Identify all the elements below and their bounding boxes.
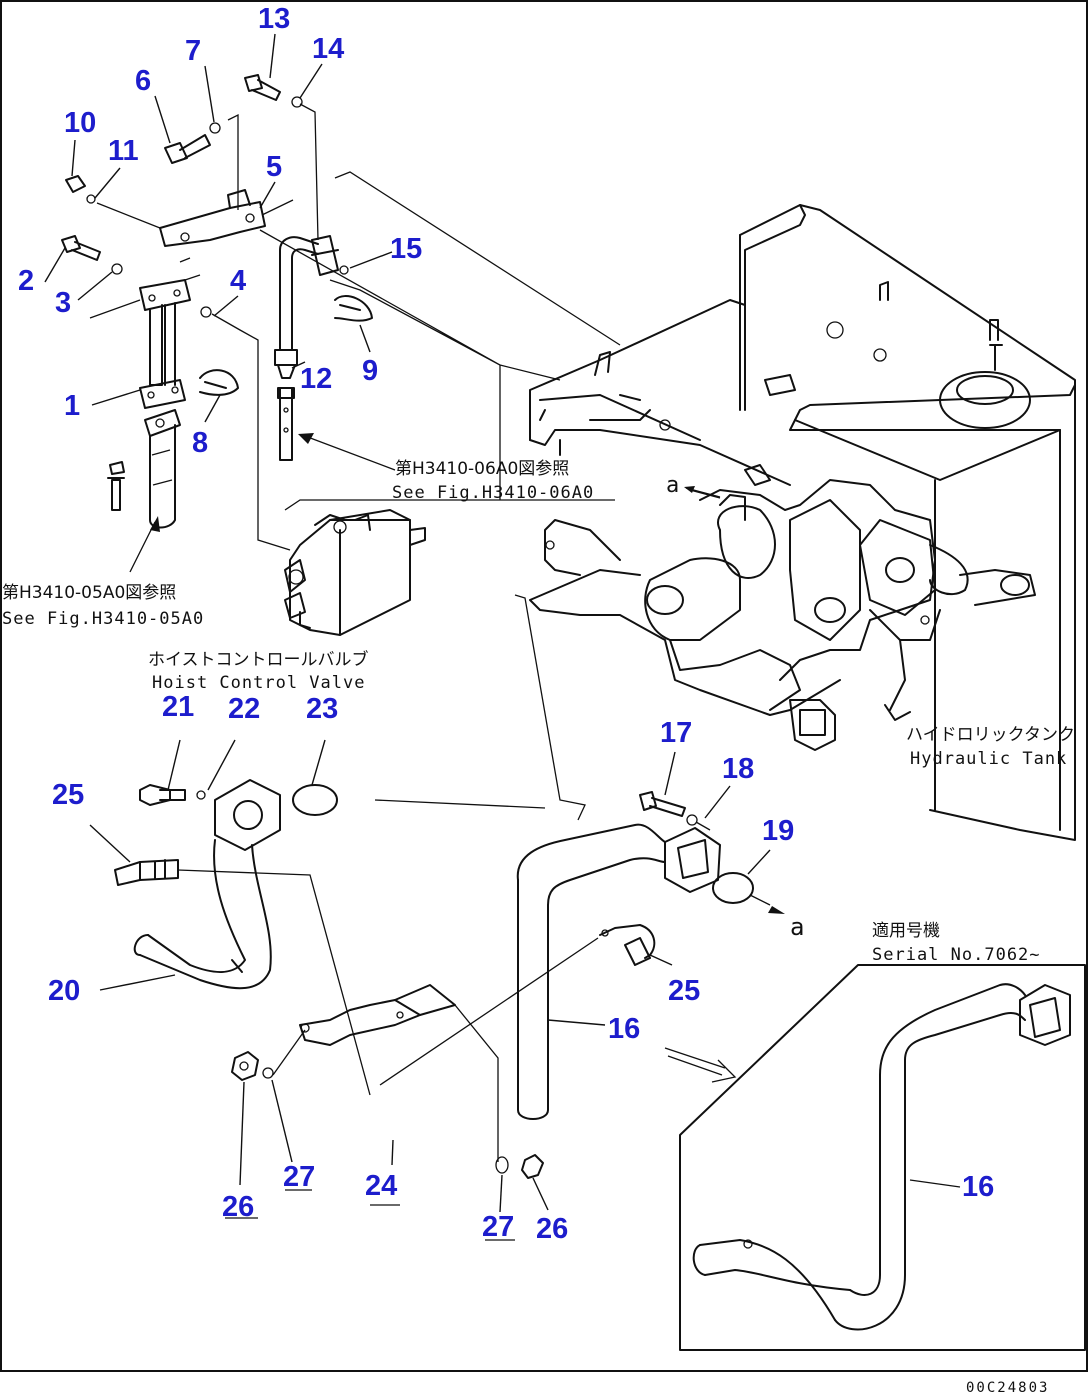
- inset-serial-variant: [679, 964, 1086, 1351]
- suction-pipe: [374, 791, 785, 1120]
- upper-left-parts: [61, 74, 561, 573]
- ref-06a-en: See Fig.H3410-06A0: [392, 483, 594, 503]
- leader-lines: [44, 33, 771, 1213]
- tank-jp: ハイドロリックタンク: [906, 725, 1075, 745]
- callout: 22: [228, 693, 260, 725]
- callout: 9: [362, 355, 378, 387]
- ref-05a-jp: 第H3410-05A0図参照: [2, 583, 176, 603]
- callout: 24: [365, 1170, 397, 1202]
- serial-en: Serial No.7062~: [872, 945, 1041, 965]
- hoist-valve-en: Hoist Control Valve: [152, 673, 365, 693]
- callout: 18: [722, 753, 754, 785]
- callout: 14: [312, 33, 344, 65]
- callout: 23: [306, 693, 338, 725]
- marker-a-top: a: [666, 473, 680, 498]
- callout: 27: [482, 1211, 514, 1243]
- callout: 11: [108, 135, 139, 167]
- callout: 27: [283, 1161, 315, 1193]
- callout-labels: 1 2 3 4 5 6 7 8 9 10 11 12 13 14 15 16 1…: [18, 3, 994, 1245]
- callout: 20: [48, 975, 80, 1007]
- callout: 17: [660, 717, 692, 749]
- lower-left-parts: [114, 779, 544, 1241]
- serial-jp: 適用号機: [872, 921, 940, 941]
- callout: 21: [162, 691, 194, 723]
- callout: 13: [258, 3, 290, 35]
- callout: 2: [18, 265, 34, 297]
- callout: 7: [185, 35, 201, 67]
- hoist-control-valve: [284, 509, 426, 636]
- callout: 16: [608, 1013, 640, 1045]
- callout: 25: [52, 779, 84, 811]
- marker-a-bottom: a: [790, 913, 805, 941]
- figure-code: 00C24803: [966, 1380, 1049, 1396]
- callout: 10: [64, 107, 96, 139]
- callout: 6: [135, 65, 151, 97]
- callout: 12: [300, 363, 332, 395]
- tank-en: Hydraulic Tank: [910, 749, 1067, 769]
- callout: 15: [390, 233, 422, 265]
- ref-05a-en: See Fig.H3410-05A0: [2, 609, 204, 629]
- hoist-valve-jp: ホイストコントロールバルブ: [148, 649, 369, 670]
- callout: 1: [64, 390, 80, 422]
- callout: 16: [962, 1171, 994, 1203]
- callout: 19: [762, 815, 794, 847]
- captions: 第H3410-06A0図参照 See Fig.H3410-06A0 第H3410…: [2, 459, 1075, 1396]
- callout: 26: [222, 1191, 254, 1223]
- hydraulic-tank: [739, 204, 1076, 841]
- callout: 5: [266, 151, 282, 183]
- callout: 4: [230, 265, 246, 297]
- chassis-frame: [529, 299, 941, 751]
- callout: 8: [192, 427, 208, 459]
- callout: 26: [536, 1213, 568, 1245]
- callout: 3: [55, 287, 71, 319]
- ref-06a-jp: 第H3410-06A0図参照: [395, 459, 569, 479]
- callout: 25: [668, 975, 700, 1007]
